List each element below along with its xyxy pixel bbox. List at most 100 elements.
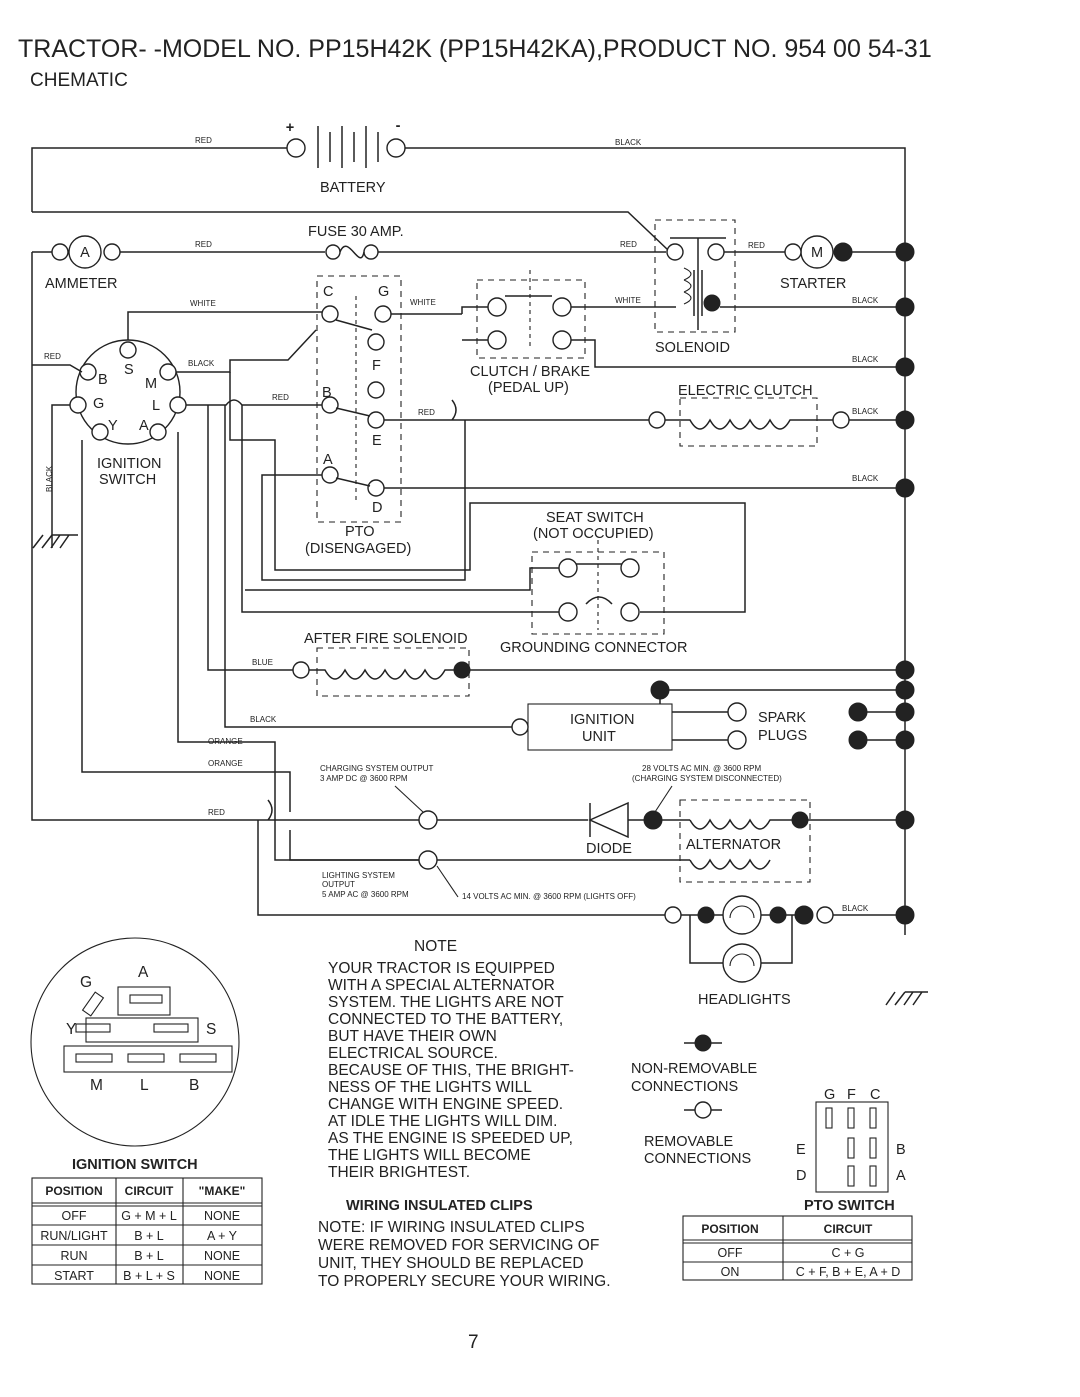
svg-text:A: A bbox=[138, 964, 149, 981]
svg-text:B: B bbox=[189, 1077, 199, 1094]
svg-text:C: C bbox=[323, 284, 333, 300]
wire-color-label: RED bbox=[195, 240, 212, 249]
svg-text:THEIR BRIGHTEST.: THEIR BRIGHTEST. bbox=[328, 1164, 470, 1181]
svg-text:A + Y: A + Y bbox=[207, 1229, 238, 1243]
svg-text:BECAUSE OF THIS, THE BRIGHT-: BECAUSE OF THIS, THE BRIGHT- bbox=[328, 1062, 574, 1079]
seat-switch-label: (NOT OCCUPIED) bbox=[533, 526, 654, 542]
ammeter: A AMMETER bbox=[45, 235, 121, 292]
measurement-label: 28 VOLTS AC MIN. @ 3600 RPM bbox=[642, 764, 761, 773]
ignition-table-title: IGNITION SWITCH bbox=[72, 1157, 198, 1173]
svg-text:START: START bbox=[54, 1269, 94, 1283]
ground-connection bbox=[895, 810, 915, 830]
wire-color-label: BLACK bbox=[852, 407, 879, 416]
svg-text:NONE: NONE bbox=[204, 1269, 240, 1283]
svg-text:THE LIGHTS WILL BECOME: THE LIGHTS WILL BECOME bbox=[328, 1147, 531, 1164]
page-number: 7 bbox=[468, 1332, 479, 1353]
spark-plugs-label: PLUGS bbox=[758, 728, 807, 744]
wire-color-label: BLACK bbox=[45, 465, 54, 492]
ground-connection bbox=[895, 905, 915, 925]
svg-text:B: B bbox=[98, 372, 108, 388]
svg-text:L: L bbox=[140, 1077, 149, 1094]
clutch-brake-label: CLUTCH / BRAKE bbox=[470, 364, 590, 380]
pto-table-title: PTO SWITCH bbox=[804, 1198, 895, 1214]
fuse: FUSE 30 AMP. bbox=[308, 224, 404, 260]
svg-text:NON-REMOVABLE: NON-REMOVABLE bbox=[631, 1061, 758, 1077]
diode: DIODE bbox=[586, 801, 632, 857]
ignition-switch: B S M G L Y A IGNITION SWITCH bbox=[69, 339, 187, 488]
svg-text:D: D bbox=[372, 500, 382, 516]
table-header: CIRCUIT bbox=[125, 1184, 174, 1198]
table-header: "MAKE" bbox=[199, 1184, 246, 1198]
svg-text:Y: Y bbox=[66, 1021, 76, 1038]
svg-text:A: A bbox=[139, 418, 149, 434]
diode-label: DIODE bbox=[586, 841, 632, 857]
fuse-label: FUSE 30 AMP. bbox=[308, 224, 404, 240]
ignition-unit-label: IGNITION bbox=[570, 712, 634, 728]
svg-text:REMOVABLE: REMOVABLE bbox=[644, 1134, 734, 1150]
pto-switch-face: G F C E B D A bbox=[796, 1087, 906, 1193]
svg-text:BUT HAVE THEIR OWN: BUT HAVE THEIR OWN bbox=[328, 1028, 497, 1045]
ignition-table: POSITION CIRCUIT "MAKE" OFF G + M + L NO… bbox=[31, 1177, 263, 1285]
after-fire-solenoid: AFTER FIRE SOLENOID bbox=[292, 631, 471, 697]
svg-text:F: F bbox=[372, 358, 381, 374]
svg-text:RUN/LIGHT: RUN/LIGHT bbox=[40, 1229, 108, 1243]
pto-switch: C G F B E A D PTO (DISENGAGED) bbox=[305, 275, 411, 557]
wire-color-label: WHITE bbox=[615, 296, 641, 305]
measurement-label: 3 AMP DC @ 3600 RPM bbox=[320, 774, 408, 783]
wire-color-label: BLUE bbox=[252, 658, 273, 667]
ground-connection bbox=[650, 680, 670, 700]
svg-text:B: B bbox=[896, 1142, 906, 1158]
svg-text:C + G: C + G bbox=[832, 1246, 865, 1260]
measurement-label: CHARGING SYSTEM OUTPUT bbox=[320, 764, 433, 773]
seat-switch-label: SEAT SWITCH bbox=[546, 510, 644, 526]
wire-color-label: BLACK bbox=[852, 355, 879, 364]
note-heading: NOTE bbox=[414, 938, 457, 955]
note-body: YOUR TRACTOR IS EQUIPPED WITH A SPECIAL … bbox=[328, 960, 574, 1181]
ignition-switch-label: IGNITION bbox=[97, 456, 161, 472]
svg-text:Y: Y bbox=[108, 418, 118, 434]
removable-symbol bbox=[694, 1101, 712, 1119]
wire-color-label: WHITE bbox=[190, 299, 216, 308]
starter-letter: M bbox=[811, 245, 823, 261]
table-header: CIRCUIT bbox=[824, 1222, 873, 1236]
measurement-label: OUTPUT bbox=[322, 880, 355, 889]
lighting-test-point bbox=[418, 850, 438, 870]
spark-plugs: SPARK PLUGS bbox=[672, 702, 868, 750]
wire-color-label: RED bbox=[620, 240, 637, 249]
ground-connection bbox=[895, 410, 915, 430]
wire-color-label: BLACK bbox=[250, 715, 277, 724]
svg-text:UNIT, THEY SHOULD BE REPLACED: UNIT, THEY SHOULD BE REPLACED bbox=[318, 1255, 584, 1272]
table-header: POSITION bbox=[45, 1184, 102, 1198]
non-removable-symbol bbox=[694, 1034, 712, 1052]
spark-plugs-label: SPARK bbox=[758, 710, 806, 726]
ignition-unit-label: UNIT bbox=[582, 729, 616, 745]
svg-text:C: C bbox=[870, 1087, 880, 1103]
svg-text:D: D bbox=[796, 1168, 806, 1184]
svg-text:A: A bbox=[896, 1168, 906, 1184]
after-fire-solenoid-label: AFTER FIRE SOLENOID bbox=[304, 631, 468, 647]
ground-connection bbox=[895, 242, 915, 262]
svg-text:WERE REMOVED FOR SERVICING OF: WERE REMOVED FOR SERVICING OF bbox=[318, 1237, 599, 1254]
ground-connection bbox=[895, 660, 915, 680]
ground-connection bbox=[895, 357, 915, 377]
svg-text:C + F, B + E, A + D: C + F, B + E, A + D bbox=[796, 1265, 901, 1279]
table-header: POSITION bbox=[701, 1222, 758, 1236]
svg-text:S: S bbox=[206, 1021, 216, 1038]
wire-color-label: RED bbox=[418, 408, 435, 417]
wire-color-label: BLACK bbox=[842, 904, 869, 913]
wire-color-label: RED bbox=[748, 241, 765, 250]
svg-text:NONE: NONE bbox=[204, 1249, 240, 1263]
svg-text:CONNECTIONS: CONNECTIONS bbox=[631, 1079, 738, 1095]
wire-color-label: BLACK bbox=[188, 359, 215, 368]
svg-text:RUN: RUN bbox=[60, 1249, 87, 1263]
svg-text:G: G bbox=[93, 396, 104, 412]
battery-positive-terminal bbox=[286, 138, 306, 158]
wire-color-label: BLACK bbox=[852, 296, 879, 305]
electric-clutch-label: ELECTRIC CLUTCH bbox=[678, 383, 813, 399]
wire-color-label: RED bbox=[272, 393, 289, 402]
pto-label: (DISENGAGED) bbox=[305, 541, 411, 557]
svg-text:A: A bbox=[323, 452, 333, 468]
headlights: HEADLIGHTS bbox=[664, 895, 834, 1008]
wire-color-label: RED bbox=[44, 352, 61, 361]
